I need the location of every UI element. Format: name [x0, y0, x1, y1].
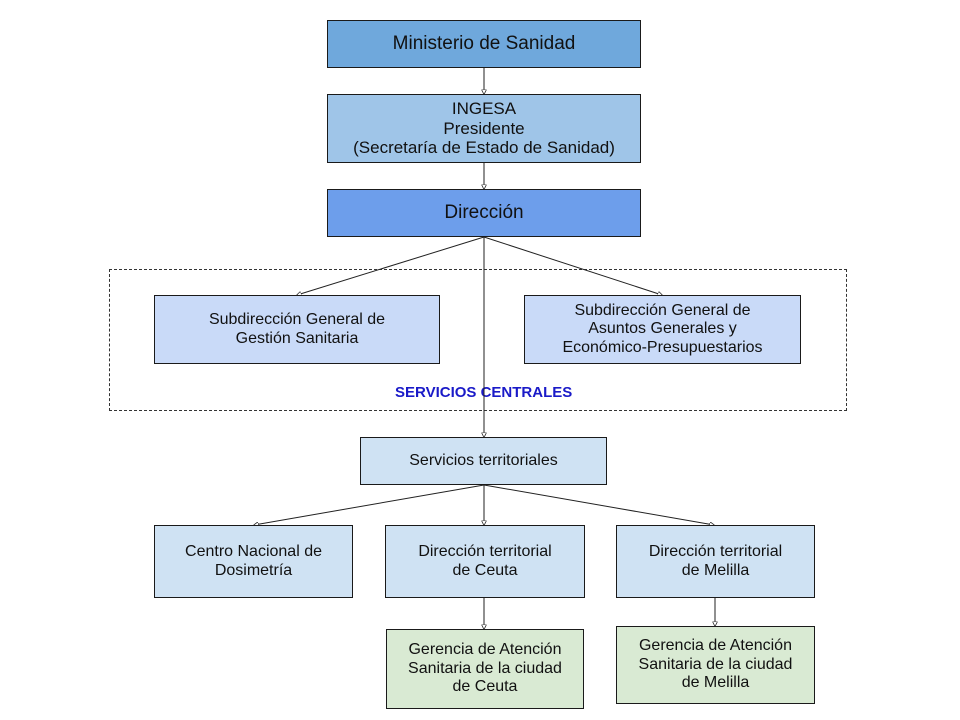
link-st-centro — [254, 484, 485, 525]
node-sg-asuntos-label: Subdirección General de Asuntos Generale… — [562, 301, 763, 356]
node-ministerio-label: Ministerio de Sanidad — [392, 33, 576, 55]
link-direccion-sg-gestion — [297, 236, 485, 295]
node-dt-melilla[interactable]: Dirección territorial de Melilla — [616, 525, 815, 598]
node-dt-ceuta[interactable]: Dirección territorial de Ceuta — [385, 525, 585, 598]
node-gerencia-ceuta-label: Gerencia de Atención Sanitaria de la ciu… — [408, 641, 562, 696]
node-gerencia-melilla[interactable]: Gerencia de Atención Sanitaria de la ciu… — [616, 626, 815, 704]
node-servicios-territoriales[interactable]: Servicios territoriales — [360, 437, 607, 485]
node-dt-ceuta-label: Dirección territorial de Ceuta — [418, 543, 552, 579]
node-centro-dosimetria[interactable]: Centro Nacional de Dosimetría — [154, 525, 353, 598]
node-sg-gestion-label: Subdirección General de Gestión Sanitari… — [208, 311, 386, 347]
node-ministerio[interactable]: Ministerio de Sanidad — [327, 20, 641, 68]
node-gerencia-melilla-label: Gerencia de Atención Sanitaria de la ciu… — [638, 637, 793, 692]
node-ingesa[interactable]: INGESA Presidente (Secretaría de Estado … — [327, 94, 641, 163]
node-direccion-label: Dirección — [444, 202, 524, 224]
node-gerencia-ceuta[interactable]: Gerencia de Atención Sanitaria de la ciu… — [386, 629, 584, 709]
node-sg-asuntos[interactable]: Subdirección General de Asuntos Generale… — [524, 295, 801, 364]
servicios-centrales-group — [109, 269, 847, 411]
node-ingesa-label: INGESA Presidente (Secretaría de Estado … — [353, 99, 615, 158]
node-servicios-territoriales-label: Servicios territoriales — [409, 451, 558, 469]
link-direccion-sg-asuntos — [483, 236, 662, 295]
node-direccion[interactable]: Dirección — [327, 189, 641, 237]
node-sg-gestion[interactable]: Subdirección General de Gestión Sanitari… — [154, 295, 440, 364]
link-st-melilla — [483, 484, 714, 525]
node-dt-melilla-label: Dirección territorial de Melilla — [648, 543, 783, 579]
node-centro-dosimetria-label: Centro Nacional de Dosimetría — [185, 543, 322, 579]
